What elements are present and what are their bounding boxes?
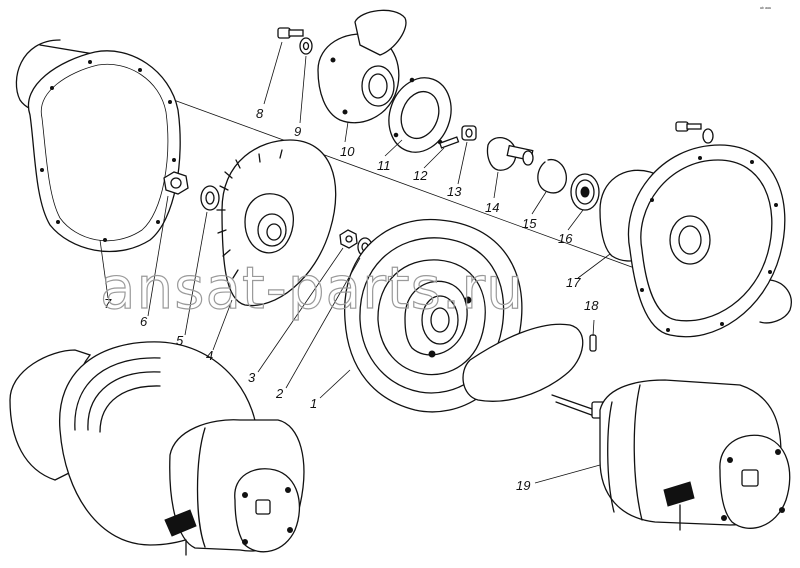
callout-labels: 1 2 3 4 5 6 7 8 9 10 11 12 13 14 15 16 1…	[104, 106, 599, 493]
callout-16: 16	[558, 231, 573, 246]
callout-7: 7	[104, 296, 112, 311]
callout-2: 2	[275, 386, 284, 401]
leader-lines	[99, 41, 611, 484]
callout-3: 3	[248, 370, 256, 385]
part-1-volute-housing	[344, 218, 584, 413]
callout-14: 14	[485, 200, 499, 215]
watermark: ansat-parts.ru	[100, 254, 524, 322]
part-15-snap-ring	[537, 158, 567, 194]
part-9-washer	[299, 37, 313, 55]
corner-mark: ᵃᵇ ᵃᵃᵃ	[760, 6, 771, 12]
part-18-pin	[589, 334, 597, 352]
part-17-housing-flange	[599, 121, 792, 338]
part-5-washer	[200, 185, 220, 211]
part-7-gasket	[15, 39, 181, 253]
part-16-bearing	[570, 173, 600, 211]
callout-8: 8	[256, 106, 264, 121]
part-10-pump-cover	[317, 9, 407, 124]
part-12-key	[439, 136, 460, 149]
callout-11: 11	[377, 158, 391, 173]
callout-1: 1	[310, 396, 317, 411]
part-3-nut	[339, 229, 358, 249]
callout-12: 12	[413, 168, 428, 183]
callout-5: 5	[176, 333, 184, 348]
callout-10: 10	[340, 144, 355, 159]
callout-17: 17	[566, 275, 581, 290]
callout-6: 6	[140, 314, 148, 329]
part-19-motor	[551, 379, 791, 531]
part-14-shaft-impeller	[486, 136, 534, 171]
callout-13: 13	[447, 184, 462, 199]
callout-9: 9	[294, 124, 301, 139]
callout-18: 18	[584, 298, 599, 313]
callout-19: 19	[516, 478, 530, 493]
assembly-axis	[159, 94, 641, 271]
electric-motor-large	[9, 341, 305, 556]
callout-15: 15	[522, 216, 537, 231]
part-13-bushing	[461, 125, 477, 141]
part-4-impeller	[216, 139, 337, 307]
part-8-bolt	[277, 27, 304, 39]
part-11-gasket	[388, 77, 452, 153]
callout-4: 4	[206, 348, 213, 363]
part-6-nut	[163, 171, 189, 195]
